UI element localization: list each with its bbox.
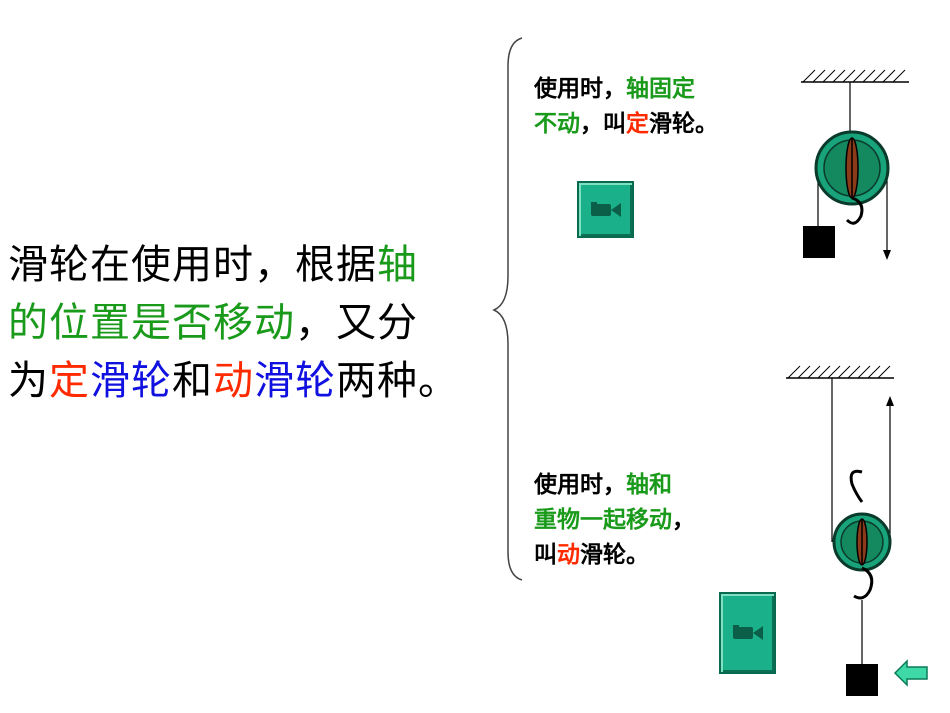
main-line-3-fixed: 定 [49, 358, 90, 404]
main-statement: 滑轮在使用时，根据轴 的位置是否移动，又分 为定滑轮和动滑轮两种。 [8, 236, 498, 410]
fixed-pulley-note: 使用时，轴固定 不动，叫定滑轮。 [534, 72, 718, 142]
fixed-note-still: 不动 [534, 111, 580, 137]
fixed-note-text: 使用时， [534, 76, 626, 102]
movable-pulley-video-button[interactable] [719, 592, 776, 674]
fixed-note-fixed: 定 [626, 111, 649, 137]
main-line-2: 的位置是否移动，又分 [8, 294, 498, 352]
fixed-note-call: ，叫 [580, 111, 626, 137]
main-line-3-pulley-1: 滑轮 [90, 358, 172, 404]
main-line-1: 滑轮在使用时，根据轴 [8, 236, 498, 294]
video-camera-icon [590, 201, 621, 217]
main-line-2-text: ，又分 [295, 300, 418, 346]
movable-note-moves: 重物一起移动 [534, 507, 672, 533]
main-line-3-movable: 动 [213, 358, 254, 404]
movable-pulley-diagram [786, 365, 894, 696]
main-line-3-wei: 为 [8, 358, 49, 404]
fixed-note-line-1: 使用时，轴固定 [534, 72, 718, 107]
movable-note-comma: ， [672, 507, 695, 533]
fixed-pulley-video-button[interactable] [577, 181, 634, 238]
movable-note-text: 使用时， [534, 472, 626, 498]
curly-brace [492, 37, 523, 581]
main-line-3-pulley-2: 滑轮 [254, 358, 336, 404]
main-line-1-axis: 轴 [377, 242, 418, 288]
main-line-3-and: 和 [172, 358, 213, 404]
fixed-note-pulley: 滑轮。 [649, 111, 718, 137]
main-line-1-text: 滑轮在使用时，根据 [8, 242, 377, 288]
movable-note-line-1: 使用时，轴和 [534, 468, 695, 503]
movable-note-pulley: 滑轮。 [580, 542, 649, 568]
movable-note-line-2: 重物一起移动， [534, 503, 695, 538]
main-line-3-end: 两种。 [336, 358, 459, 404]
left-arrow-icon[interactable] [893, 658, 929, 688]
main-line-2-highlight: 的位置是否移动 [8, 300, 295, 346]
main-line-3: 为定滑轮和动滑轮两种。 [8, 352, 498, 410]
movable-note-movable: 动 [557, 542, 580, 568]
fixed-pulley-diagram [801, 69, 909, 260]
movable-note-call: 叫 [534, 542, 557, 568]
movable-note-line-3: 叫动滑轮。 [534, 538, 695, 573]
fixed-note-line-2: 不动，叫定滑轮。 [534, 107, 718, 142]
fixed-note-axis: 轴固定 [626, 76, 695, 102]
video-camera-icon [732, 625, 763, 640]
movable-pulley-note: 使用时，轴和 重物一起移动， 叫动滑轮。 [534, 468, 695, 573]
movable-note-axis: 轴和 [626, 472, 672, 498]
